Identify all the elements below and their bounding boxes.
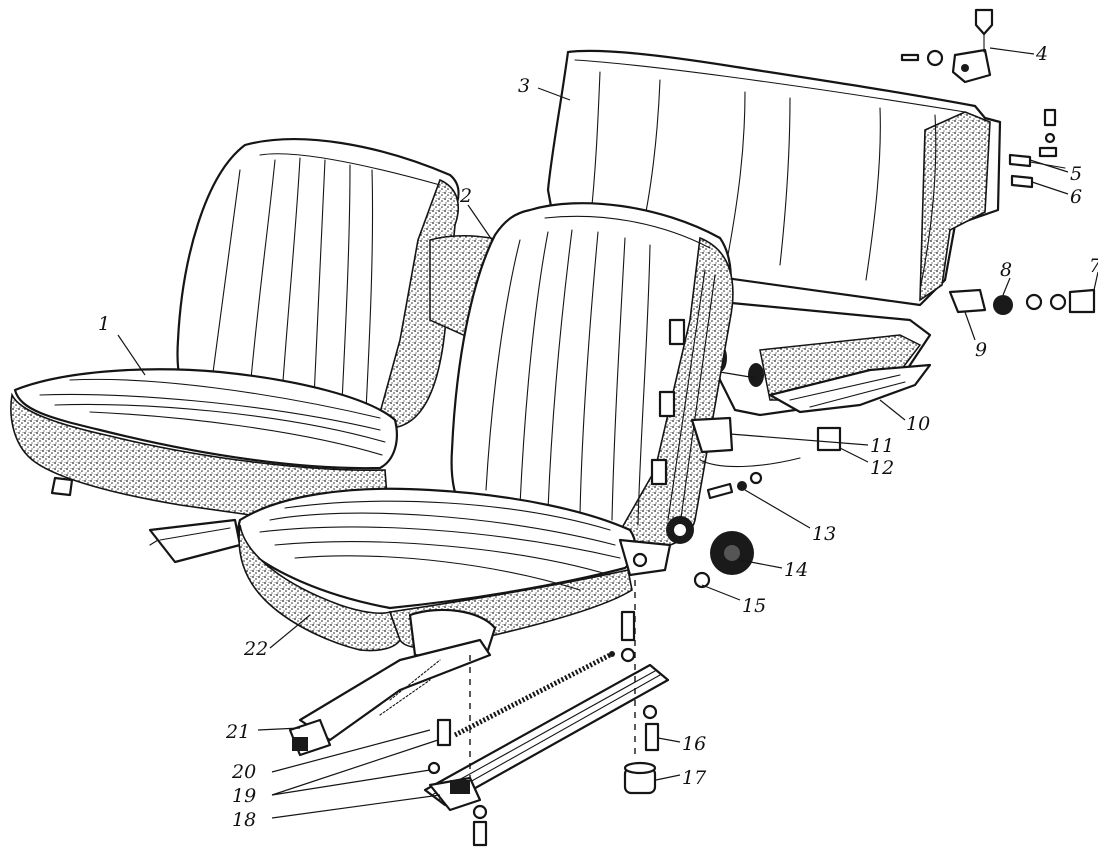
left-front-seat	[10, 138, 460, 564]
callout-3: 3	[518, 75, 530, 97]
callout-labels: 1 2 3 4 5 6 7 8 9 10 11 12 13 14 15 16 1…	[98, 43, 1098, 831]
callout-20: 20	[231, 761, 256, 783]
callout-2: 2	[459, 185, 472, 207]
leader-lines	[117, 47, 1098, 819]
seat-rails	[288, 580, 670, 812]
callout-10: 10	[906, 413, 930, 435]
callout-4: 4	[1035, 43, 1048, 65]
callout-12: 12	[870, 457, 894, 479]
callout-7: 7	[1089, 255, 1098, 277]
callout-8: 8	[1000, 259, 1012, 281]
callout-9: 9	[975, 339, 987, 361]
callout-21: 21	[225, 721, 250, 743]
hardware-parts	[427, 8, 1096, 847]
callout-5: 5	[1070, 163, 1082, 185]
callout-15: 15	[742, 595, 766, 617]
callout-13: 13	[812, 523, 836, 545]
callout-18: 18	[232, 809, 256, 831]
rear-cushion-frame	[698, 298, 932, 417]
callout-11: 11	[870, 435, 894, 457]
callout-1: 1	[98, 313, 110, 335]
callout-6: 6	[1070, 186, 1082, 208]
callout-16: 16	[682, 733, 706, 755]
callout-19: 19	[232, 785, 256, 807]
callout-14: 14	[784, 559, 808, 581]
callout-17: 17	[682, 767, 707, 789]
callout-22: 22	[243, 638, 268, 660]
